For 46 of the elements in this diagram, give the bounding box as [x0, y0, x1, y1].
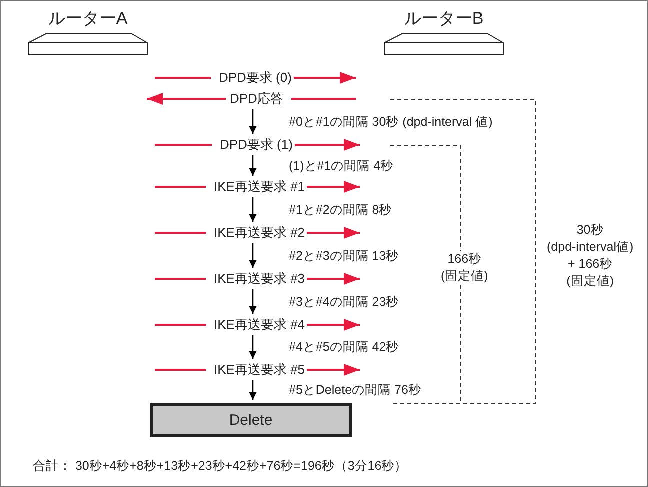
arrow — [307, 273, 360, 285]
router-name: ルーターA — [47, 9, 129, 29]
message-line — [155, 77, 211, 79]
message-line — [155, 186, 206, 188]
arrow — [294, 72, 356, 84]
message-label: IKE再送要求 #4 — [213, 317, 306, 333]
interval-label: #2と#3の間隔 13秒 — [289, 249, 400, 264]
arrow — [249, 289, 257, 314]
arrow — [249, 243, 257, 268]
arrow — [307, 181, 360, 193]
message-label: IKE再送要求 #2 — [213, 225, 306, 241]
interval-label: #1と#2の間隔 8秒 — [289, 203, 392, 218]
duration-label: 30秒 (dpd-interval値) + 166秒 (固定値) — [547, 222, 634, 290]
message-label: IKE再送要求 #3 — [213, 271, 306, 287]
router-node — [384, 9, 504, 57]
arrow — [147, 93, 226, 105]
arrow — [249, 109, 257, 134]
message-label: IKE再送要求 #5 — [213, 362, 306, 378]
router-node — [28, 9, 148, 57]
arrow — [307, 364, 360, 376]
arrow — [249, 197, 257, 222]
message-label: IKE再送要求 #1 — [213, 179, 306, 195]
arrow — [249, 335, 257, 359]
interval-label: #0と#1の間隔 30秒 (dpd-interval 値) — [289, 115, 493, 130]
interval-label: (1)と#1の間隔 4秒 — [289, 159, 394, 174]
interval-label: #4と#5の間隔 42秒 — [289, 340, 400, 355]
terminal-box — [150, 403, 352, 437]
message-line — [155, 278, 206, 280]
duration-label: 166秒 (固定値) — [441, 251, 488, 285]
arrow — [249, 380, 257, 400]
arrow — [249, 155, 257, 176]
message-line — [155, 324, 206, 326]
message-line — [291, 98, 356, 100]
message-label: DPD要求 (0) — [218, 70, 293, 86]
message-line — [155, 369, 206, 371]
message-line — [155, 232, 206, 234]
box-label: Delete — [229, 412, 273, 428]
interval-label: #3と#4の間隔 23秒 — [289, 295, 400, 310]
message-line — [155, 144, 212, 146]
message-label: DPD要求 (1) — [219, 137, 294, 153]
message-label: DPD応答 — [229, 91, 284, 107]
arrow — [307, 319, 360, 331]
router-name: ルーターB — [403, 9, 485, 29]
arrow — [294, 139, 360, 151]
interval-label: #5とDeleteの間隔 76秒 — [289, 383, 422, 398]
arrow — [307, 227, 360, 239]
